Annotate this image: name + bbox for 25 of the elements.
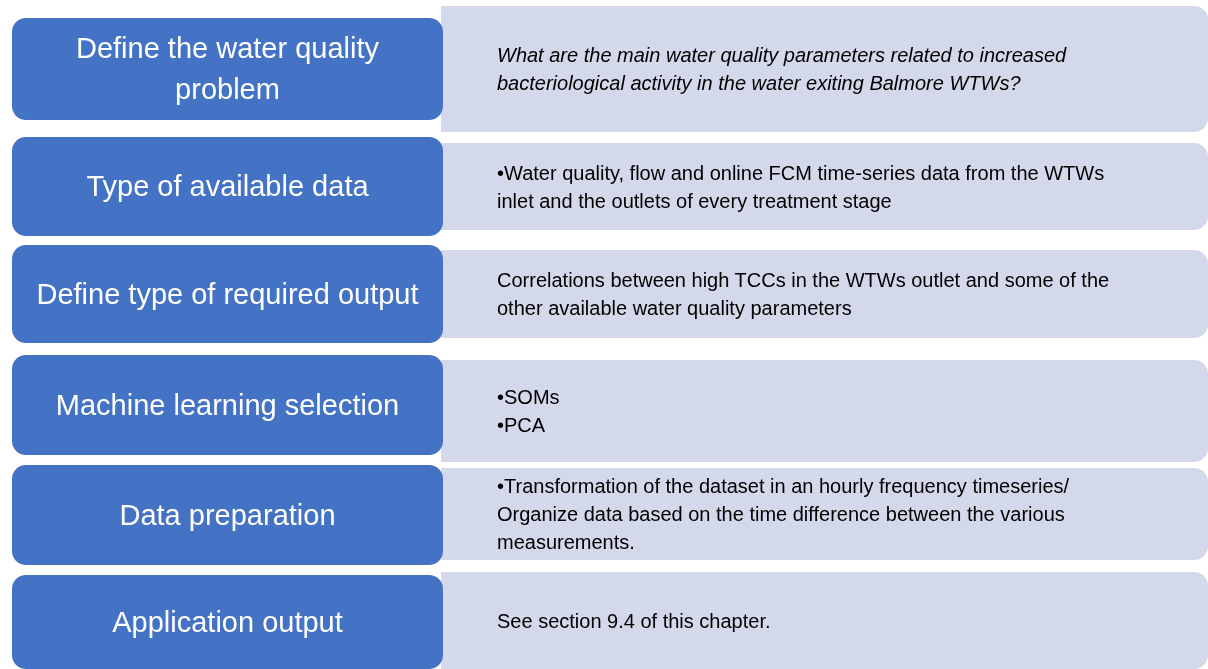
detail-text: See section 9.4 of this chapter. — [496, 608, 772, 634]
detail-panel — [441, 468, 1208, 560]
detail-text: Correlations between high TCCs in the WTWs outlet and some of the other available water quality parameters — [496, 268, 1111, 321]
step-title: Machine learning selection — [55, 387, 400, 423]
detail-panel — [441, 143, 1208, 230]
step-box — [12, 245, 443, 343]
step-box — [12, 137, 443, 236]
detail-text: •PCA — [496, 413, 547, 438]
step-title: Define the water quality problem — [74, 31, 381, 107]
detail-text: •Water quality, flow and online FCM time-series data from the WTWs inlet and the outlets of every treatment stage — [496, 160, 1106, 214]
detail-text: •SOMs — [496, 385, 561, 410]
step-box — [12, 465, 443, 565]
step-box — [12, 355, 443, 455]
detail-panel — [441, 250, 1208, 338]
step-title: Data preparation — [119, 497, 336, 533]
step-title: Application output — [112, 604, 343, 640]
detail-panel — [441, 572, 1208, 669]
detail-text: •Transformation of the dataset in an hourly frequency timeseries/ Organize data based on the time difference between the various measurements. — [496, 474, 1071, 555]
step-box — [12, 575, 443, 669]
step-box — [12, 18, 443, 120]
detail-panel — [441, 6, 1208, 132]
step-title: Define type of required output — [36, 276, 419, 312]
detail-text: What are the main water quality parameters related to increased bacteriological activity in the water exiting Balmore WTWs? — [496, 43, 1068, 96]
detail-panel — [441, 360, 1208, 462]
step-title: Type of available data — [86, 169, 369, 204]
